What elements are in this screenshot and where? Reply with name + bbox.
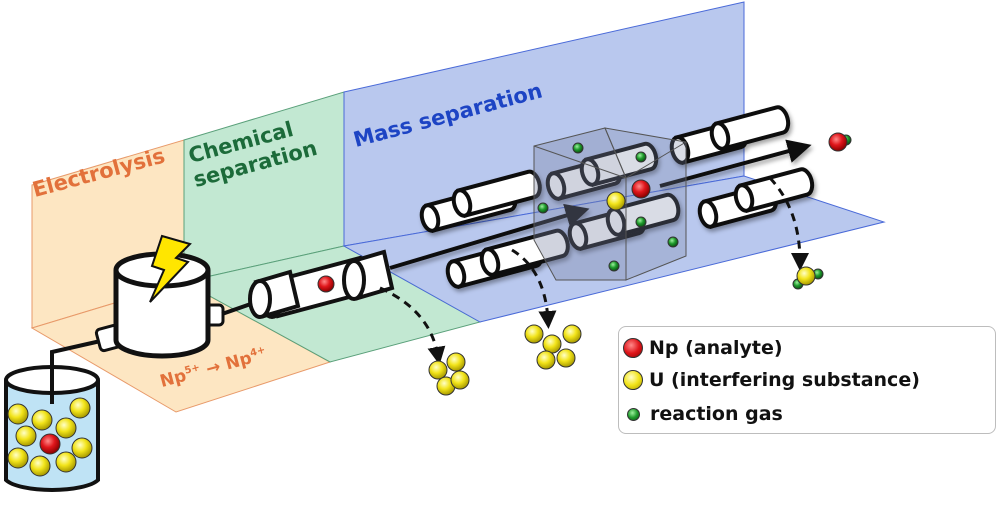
np-particle bbox=[39, 433, 61, 455]
quadrupole-rods bbox=[419, 105, 815, 290]
quadrupole-rod-end bbox=[697, 199, 719, 229]
np-oxide-particle bbox=[828, 132, 848, 152]
u-particle bbox=[7, 403, 29, 425]
chemical-separation-panel bbox=[182, 91, 482, 363]
quadrupole-rod-end bbox=[579, 157, 601, 187]
legend-item-np: Np (analyte) bbox=[623, 337, 783, 359]
u-particle bbox=[606, 191, 626, 211]
lightning-bolt-icon bbox=[149, 234, 192, 303]
quadrupole-rod-end bbox=[445, 259, 467, 289]
u-particle bbox=[536, 350, 556, 370]
ion-beam-arrows bbox=[389, 139, 812, 270]
reaction-cell bbox=[533, 127, 687, 281]
quadrupole-rod bbox=[484, 228, 570, 278]
u-particle bbox=[542, 334, 562, 354]
quadrupole-rod-end bbox=[451, 188, 473, 218]
quadrupole-rod-end bbox=[709, 121, 731, 151]
reactant-charge: 5+ bbox=[183, 362, 202, 377]
u-particle bbox=[55, 451, 77, 473]
u-particle bbox=[450, 370, 470, 390]
quadrupole-rod-end bbox=[545, 171, 567, 201]
u-particle bbox=[556, 348, 576, 368]
legend-item-gas: reaction gas bbox=[623, 403, 783, 425]
u-particle bbox=[524, 324, 544, 344]
legend-label: Np (analyte) bbox=[649, 337, 783, 359]
u-particle bbox=[31, 409, 53, 431]
gas-particle bbox=[572, 142, 584, 154]
np-particle bbox=[631, 179, 651, 199]
u-particle bbox=[15, 425, 37, 447]
gas-particle bbox=[635, 216, 647, 228]
u-particle bbox=[55, 417, 77, 439]
yellow-sphere-icon bbox=[623, 370, 643, 390]
u-particle bbox=[7, 447, 29, 469]
u-particle bbox=[29, 455, 51, 477]
legend-label: reaction gas bbox=[650, 403, 783, 425]
red-sphere-icon bbox=[623, 338, 643, 358]
u-particle bbox=[69, 397, 91, 419]
legend-item-u: U (interfering substance) bbox=[623, 369, 920, 391]
reaction-arrow: → bbox=[203, 356, 223, 380]
green-sphere-icon bbox=[627, 407, 640, 421]
quadrupole-rod bbox=[456, 169, 542, 219]
waste-arrows bbox=[379, 176, 809, 365]
quadrupole-rod bbox=[738, 167, 815, 214]
quadrupole-rod-end bbox=[419, 203, 441, 233]
gas-particle bbox=[537, 202, 549, 214]
u-particle bbox=[446, 352, 466, 372]
legend: Np (analyte) U (interfering substance) r… bbox=[618, 326, 996, 434]
quadrupole-rod bbox=[610, 192, 681, 238]
legend-label: U (interfering substance) bbox=[649, 369, 920, 391]
gas-particle bbox=[635, 151, 647, 163]
separation-column bbox=[248, 249, 395, 319]
sample-tube bbox=[50, 338, 106, 404]
u-particle bbox=[562, 324, 582, 344]
product-charge: 4+ bbox=[248, 344, 267, 360]
quadrupole-rod bbox=[714, 105, 791, 152]
quadrupole-rod-end bbox=[567, 221, 589, 251]
np-in-column bbox=[317, 275, 335, 293]
u-particle bbox=[428, 360, 448, 380]
quadrupole-rod-end bbox=[733, 183, 755, 213]
gas-particle bbox=[608, 260, 620, 272]
u-particle bbox=[71, 437, 93, 459]
u-oxide-particle bbox=[796, 266, 816, 286]
gas-particle bbox=[667, 236, 679, 248]
quadrupole-rod-end bbox=[479, 247, 501, 277]
